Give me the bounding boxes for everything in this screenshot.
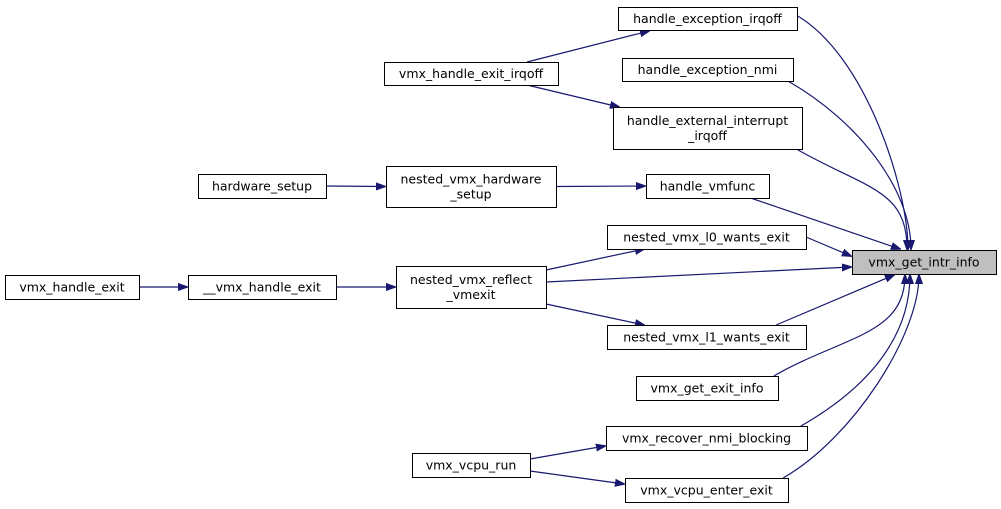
node-label: hardware_setup bbox=[212, 179, 312, 194]
node-handle-vmfunc[interactable]: handle_vmfunc bbox=[646, 174, 770, 199]
node-label: nested_vmx_hardware bbox=[401, 172, 542, 187]
node-box bbox=[646, 174, 770, 199]
edge-nested-vmx-reflect-vmexit-to-vmx-get-intr-info bbox=[545, 267, 851, 283]
node-label: nested_vmx_reflect bbox=[410, 272, 532, 287]
node-vmx-vcpu-enter-exit[interactable]: vmx_vcpu_enter_exit bbox=[625, 478, 789, 503]
node-handle-exception-nmi[interactable]: handle_exception_nmi bbox=[622, 58, 794, 82]
node-vmx-handle-exit-irqoff[interactable]: vmx_handle_exit_irqoff bbox=[384, 62, 559, 86]
edge-hardware-setup-to-nested-vmx-hardware-setup bbox=[325, 186, 385, 187]
node-box bbox=[607, 225, 807, 250]
node-vmx-vcpu-run[interactable]: vmx_vcpu_run bbox=[412, 453, 531, 478]
edge-handle-external-interrupt-irqoff-to-vmx-get-intr-info bbox=[796, 148, 907, 249]
node-label: vmx_recover_nmi_blocking bbox=[622, 431, 791, 446]
node-label: vmx_handle_exit_irqoff bbox=[399, 66, 544, 81]
node-vmx-get-intr-info[interactable]: vmx_get_intr_info bbox=[852, 250, 997, 275]
edge-vmx-get-exit-info-to-vmx-get-intr-info bbox=[773, 275, 905, 377]
node-box bbox=[198, 174, 327, 199]
node-handle-exception-irqoff[interactable]: handle_exception_irqoff bbox=[618, 7, 798, 31]
node-box bbox=[607, 325, 807, 350]
node-box bbox=[5, 275, 140, 300]
node-label: vmx_handle_exit bbox=[19, 280, 124, 295]
node-box bbox=[636, 376, 779, 401]
node-box bbox=[412, 453, 531, 478]
edges-layer bbox=[139, 14, 919, 484]
node-label: vmx_vcpu_run bbox=[426, 458, 517, 473]
edge-handle-vmfunc-to-vmx-get-intr-info bbox=[750, 197, 900, 249]
node-vmx-handle-exit[interactable]: __vmx_handle_exit bbox=[188, 275, 337, 300]
node-label: handle_vmfunc bbox=[660, 179, 756, 194]
node-label: __vmx_handle_exit bbox=[202, 280, 321, 295]
edge-nested-vmx-hardware-setup-to-handle-vmfunc bbox=[555, 186, 645, 187]
node-label: handle_exception_irqoff bbox=[633, 11, 782, 26]
edge-vmx-vcpu-enter-exit-to-vmx-get-intr-info bbox=[782, 275, 919, 479]
edge-vmx-recover-nmi-blocking-to-vmx-get-intr-info bbox=[800, 275, 910, 427]
node-label: handle_exception_nmi bbox=[638, 62, 778, 77]
node-box bbox=[384, 62, 559, 86]
edge-vmx-vcpu-run-to-vmx-recover-nmi-blocking bbox=[529, 446, 605, 460]
edge-nested-vmx-reflect-vmexit-to-nested-vmx-l0-wants-exit bbox=[545, 249, 644, 271]
node-hardware-setup[interactable]: hardware_setup bbox=[198, 174, 327, 199]
node-label: _setup bbox=[449, 187, 491, 202]
node-nested-vmx-l0-wants-exit[interactable]: nested_vmx_l0_wants_exit bbox=[607, 225, 807, 250]
node-box bbox=[396, 266, 547, 309]
edge-vmx-vcpu-run-to-vmx-vcpu-enter-exit bbox=[529, 470, 624, 484]
edge-nested-vmx-l0-wants-exit-to-vmx-get-intr-info bbox=[805, 236, 851, 256]
node-box bbox=[852, 250, 997, 275]
node-label: vmx_vcpu_enter_exit bbox=[640, 483, 773, 498]
node-label: handle_external_interrupt bbox=[627, 113, 788, 128]
node-box bbox=[622, 58, 794, 82]
edge-handle-exception-irqoff-to-vmx-get-intr-info bbox=[795, 14, 908, 249]
node-box bbox=[618, 7, 798, 31]
edge-handle-exception-nmi-to-vmx-get-intr-info bbox=[787, 80, 911, 249]
node-label: nested_vmx_l1_wants_exit bbox=[623, 330, 790, 345]
node-label: vmx_get_exit_info bbox=[651, 381, 764, 396]
nodes-layer: vmx_get_intr_info handle_exception_irqoff… bbox=[5, 7, 997, 503]
node-label: vmx_get_intr_info bbox=[868, 255, 979, 270]
node-box bbox=[625, 478, 789, 503]
node-box bbox=[606, 426, 808, 451]
edge-nested-vmx-reflect-vmexit-to-nested-vmx-l1-wants-exit bbox=[545, 303, 644, 325]
node-nested-vmx-hardware-setup[interactable]: nested_vmx_hardware_setup bbox=[386, 166, 557, 208]
node-label: _vmexit bbox=[445, 287, 495, 302]
node-handle-external-interrupt-irqoff[interactable]: handle_external_interrupt_irqoff bbox=[613, 107, 803, 150]
edge-vmx-handle-exit-irqoff-to-handle-external-interrupt-irqoff bbox=[526, 84, 619, 107]
node-nested-vmx-reflect-vmexit[interactable]: nested_vmx_reflect_vmexit bbox=[396, 266, 547, 309]
node-box bbox=[188, 275, 337, 300]
node-nested-vmx-l1-wants-exit[interactable]: nested_vmx_l1_wants_exit bbox=[607, 325, 807, 350]
edge-vmx-handle-exit-irqoff-to-handle-exception-irqoff bbox=[526, 31, 649, 63]
node-label: _irqoff bbox=[687, 128, 727, 143]
node-vmx-get-exit-info[interactable]: vmx_get_exit_info bbox=[636, 376, 779, 401]
node-box bbox=[613, 107, 803, 150]
node-label: nested_vmx_l0_wants_exit bbox=[623, 230, 790, 245]
node-vmx-handle-exit[interactable]: vmx_handle_exit bbox=[5, 275, 140, 300]
edge-nested-vmx-l1-wants-exit-to-vmx-get-intr-info bbox=[775, 275, 894, 326]
node-box bbox=[386, 166, 557, 208]
node-vmx-recover-nmi-blocking[interactable]: vmx_recover_nmi_blocking bbox=[606, 426, 808, 451]
